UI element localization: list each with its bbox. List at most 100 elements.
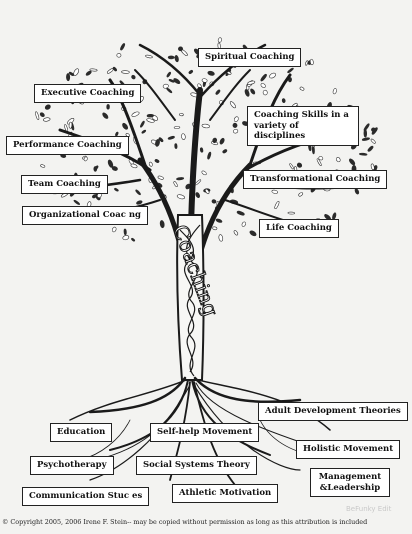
- leaf: [207, 70, 215, 76]
- leaf: [44, 104, 51, 110]
- leaf: [154, 159, 160, 163]
- leaf: [155, 139, 160, 147]
- leaf: [289, 163, 294, 170]
- leaf: [309, 58, 314, 66]
- leaf: [207, 151, 212, 160]
- leaf: [212, 137, 218, 144]
- leaf: [68, 71, 75, 76]
- branch-organizational-coaching: Organizational Coac ng: [22, 206, 148, 225]
- leaf: [298, 192, 304, 197]
- leaf: [166, 87, 173, 94]
- leaf: [205, 188, 210, 194]
- leaf: [66, 73, 71, 82]
- leaf: [215, 89, 221, 95]
- branch-transformational-coaching: Transformational Coaching: [243, 170, 388, 189]
- leaf: [250, 88, 256, 95]
- leaf: [141, 129, 147, 134]
- leaf: [260, 73, 267, 82]
- leaf: [181, 133, 186, 140]
- leaf: [296, 162, 303, 168]
- leaf: [167, 135, 175, 140]
- leaf: [201, 123, 210, 129]
- leaf: [336, 157, 341, 163]
- branch-coaching-skills: Coaching Skills in a variety of discipli…: [247, 106, 359, 146]
- leaf: [120, 43, 126, 51]
- tree-roots: [59, 376, 341, 486]
- leaf: [217, 37, 222, 43]
- leaf: [35, 111, 40, 121]
- leaf: [176, 177, 185, 181]
- leaf: [146, 118, 155, 123]
- leaf: [199, 147, 204, 153]
- root-social-systems: Social Systems Theory: [136, 456, 257, 475]
- leaf: [174, 143, 178, 149]
- leaf: [148, 161, 153, 167]
- leaf: [178, 46, 183, 52]
- leaf: [39, 112, 45, 118]
- leaf: [136, 200, 143, 205]
- leaf: [195, 192, 200, 199]
- leaf: [332, 88, 337, 95]
- leaf: [247, 80, 256, 85]
- leaf: [287, 211, 295, 215]
- copyright-notice: © Copyright 2005, 2006 Irene F. Stein-- …: [2, 518, 368, 526]
- leaf: [162, 83, 169, 89]
- tree-trunk: [176, 214, 205, 381]
- leaf: [370, 163, 375, 171]
- leaf: [233, 128, 239, 134]
- leaf: [93, 166, 98, 172]
- leaf: [168, 79, 175, 83]
- leaf: [179, 113, 184, 117]
- leaf: [40, 164, 46, 168]
- leaf: [269, 72, 277, 79]
- leaf: [271, 189, 279, 194]
- leaf: [287, 67, 294, 74]
- leaf: [122, 122, 129, 130]
- leaf: [112, 66, 117, 72]
- leaf: [201, 170, 207, 176]
- leaf: [111, 226, 117, 233]
- leaf: [215, 218, 223, 223]
- leaf: [102, 112, 109, 119]
- leaf: [232, 122, 238, 128]
- watermark: BeFunky Edit: [346, 505, 392, 513]
- leaf: [219, 137, 225, 145]
- root-holistic: Holistic Movement: [296, 440, 401, 459]
- leaf: [363, 129, 368, 138]
- leaf: [145, 54, 153, 59]
- branch-life-coaching: Life Coaching: [259, 219, 339, 238]
- root-communication: Communication Stuc es: [22, 487, 150, 506]
- leaf: [260, 83, 266, 88]
- leaf: [115, 131, 119, 137]
- leaf: [241, 221, 246, 227]
- leaf: [361, 137, 370, 141]
- branch-performance-coaching: Performance Coaching: [6, 136, 129, 155]
- leaf: [116, 53, 122, 58]
- leaf: [222, 149, 228, 154]
- leaf: [173, 126, 181, 129]
- leaf: [166, 71, 171, 78]
- leaf: [106, 68, 114, 74]
- leaf: [367, 145, 374, 152]
- leaf: [349, 158, 356, 166]
- leaf: [121, 70, 130, 74]
- leaf: [281, 98, 286, 103]
- leaf: [359, 152, 368, 156]
- leaf: [176, 194, 185, 200]
- leaf: [173, 181, 178, 187]
- leaf: [42, 117, 51, 122]
- root-adult-development: Adult Development Theories: [258, 402, 408, 421]
- leaf: [89, 68, 98, 72]
- leaf: [211, 199, 217, 204]
- leaf: [370, 138, 376, 144]
- leaf: [236, 210, 245, 216]
- leaf: [262, 89, 268, 96]
- root-self-help: Self-help Movement: [150, 423, 260, 442]
- leaf: [68, 121, 73, 129]
- leaf: [229, 101, 236, 109]
- root-education: Education: [50, 423, 113, 442]
- leaf: [218, 234, 224, 242]
- leaf: [131, 237, 136, 242]
- leaf: [122, 235, 130, 241]
- leaf: [299, 86, 305, 91]
